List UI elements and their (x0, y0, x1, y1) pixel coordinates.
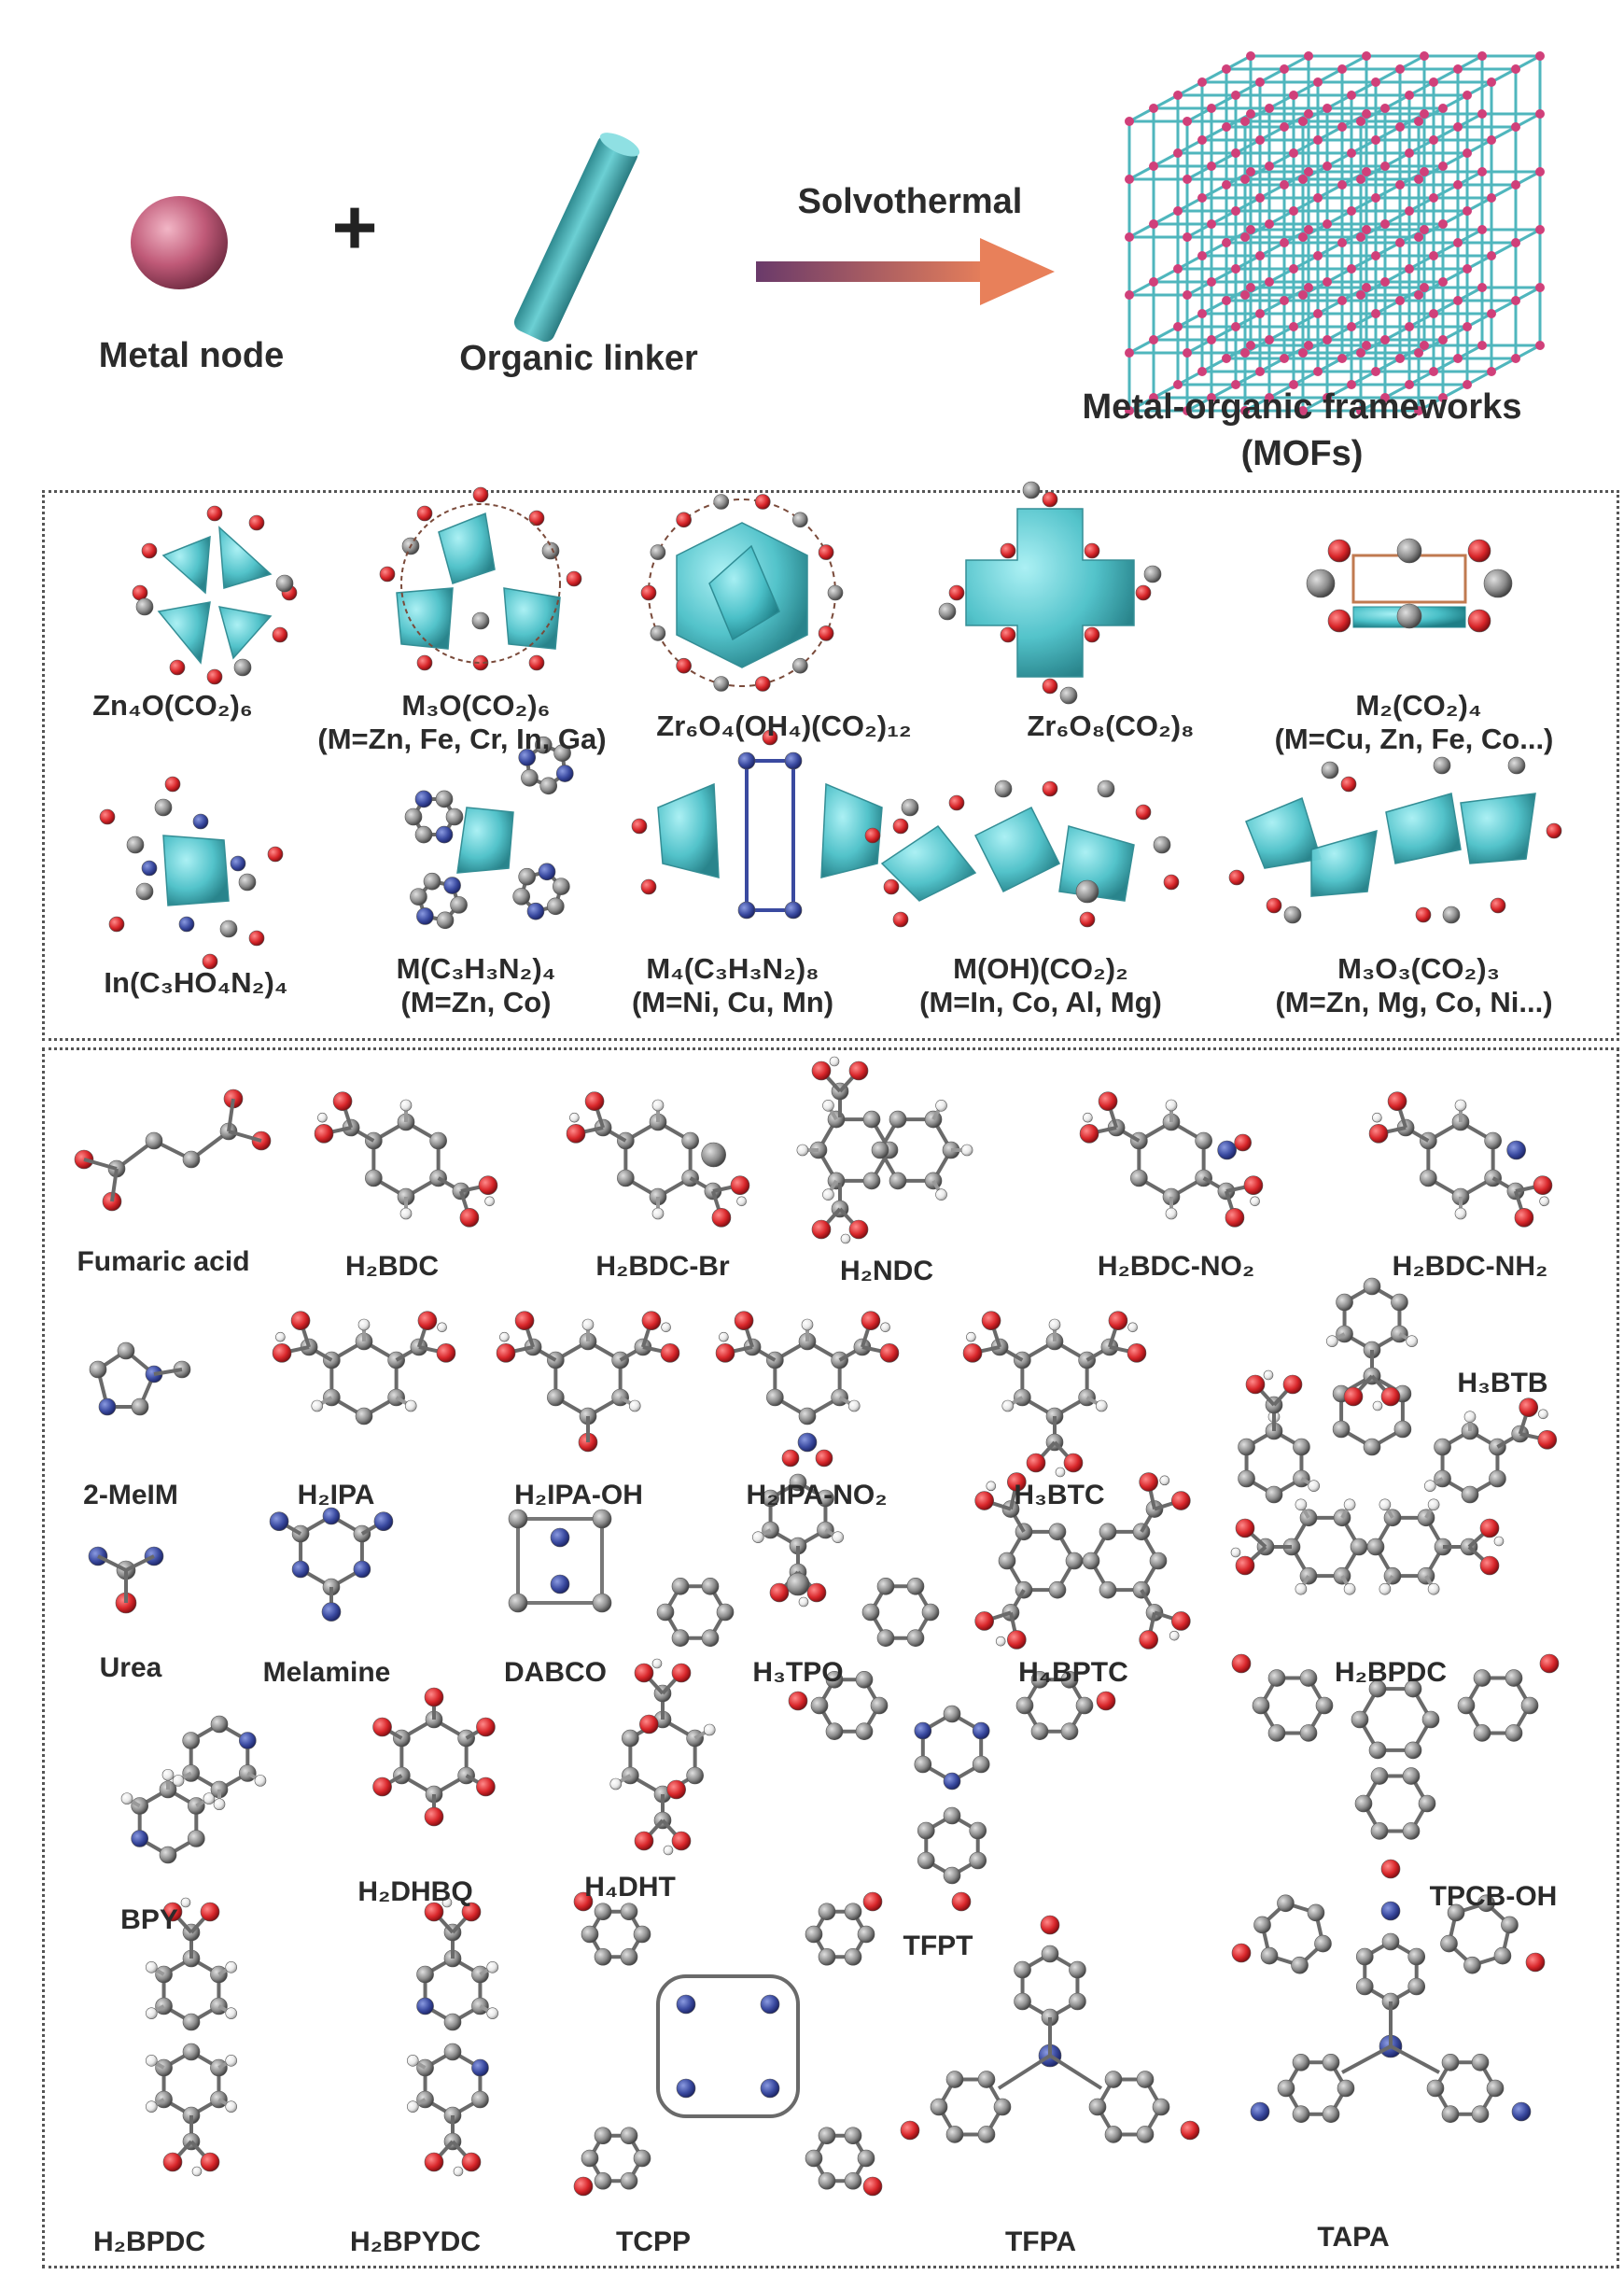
linker-label: H₂BDC-Br (595, 1251, 730, 1282)
node-structure-7 (631, 729, 909, 920)
linker-structure-melamine (269, 1507, 394, 1622)
node-label: Zr₆O₄(OH₄)(CO₂)₁₂ (656, 709, 912, 742)
metal-nodes-structures (99, 481, 1562, 970)
mof-framework-cube (1125, 51, 1545, 415)
linker-label: TFPA (1004, 2226, 1077, 2257)
linker-label: H₄DHT (584, 1872, 676, 1903)
linker-label: H₂BPYDC (349, 2226, 481, 2257)
linker-structure-ipa-no2 (715, 1311, 900, 1468)
linker-structure-bpdc-h (1230, 1498, 1505, 1595)
linker-structure-ndc (796, 1056, 973, 1244)
node-structure-4 (1306, 538, 1513, 633)
metal-node-sphere (131, 196, 228, 289)
linker-structure-tapa (1250, 1901, 1532, 2124)
node-structure-6 (404, 736, 574, 930)
node-label: M(OH)(CO₂)₂ (953, 952, 1128, 985)
linker-label: H₂BDC-NH₂ (1392, 1251, 1548, 1282)
linker-label: H₃TPO (752, 1657, 844, 1688)
linker-label: H₂BPDC (1335, 1657, 1447, 1688)
node-sublabel: (M=Cu, Zn, Fe, Co...) (1274, 723, 1554, 755)
node-label: M₄(C₃H₃N₂)₈ (646, 952, 819, 985)
linker-label: Melamine (262, 1657, 391, 1688)
linker-label: TCPP (615, 2226, 691, 2257)
node-label: Zn₄O(CO₂)₆ (92, 689, 253, 722)
linker-structure-dhbq (372, 1687, 496, 1827)
linker-label: TAPA (1317, 2222, 1390, 2253)
linker-label: DABCO (504, 1657, 607, 1688)
organic-linker-rod (513, 133, 640, 343)
node-label: In(C₃HO₄N₂)₄ (104, 966, 288, 999)
linker-structure-dabco (508, 1509, 612, 1613)
organic-linkers-panel (42, 1047, 1619, 2268)
linker-structure-tpcb (1231, 1653, 1560, 1974)
metal-nodes-panel (42, 490, 1619, 1041)
linker-label: 2-MeIM (83, 1480, 178, 1510)
node-structure-5 (99, 776, 284, 970)
linker-structure-tfpt (788, 1670, 1116, 1912)
linker-structure-urea (88, 1546, 164, 1614)
solvothermal-arrow (756, 238, 1055, 305)
linker-label: H₂BPDC (93, 2226, 205, 2257)
linker-label: H₂BDC-NO₂ (1097, 1251, 1255, 1282)
node-structure-3 (938, 481, 1162, 705)
linker-structure-bptc (974, 1472, 1191, 1650)
metal-node-label: Metal node (98, 336, 285, 375)
node-sublabel: (M=In, Co, Al, Mg) (919, 986, 1162, 1018)
node-sublabel: (M=Zn, Co) (400, 986, 552, 1018)
node-sublabel: (M=Zn, Mg, Co, Ni...) (1275, 986, 1553, 1018)
linker-structure-btc (962, 1311, 1147, 1478)
linker-structure-bdc-br (566, 1091, 750, 1228)
linker-label: TFPT (903, 1931, 973, 1961)
linker-structure-dht (609, 1658, 716, 1856)
linker-structure-btb (1238, 1277, 1558, 1504)
linker-structure-bpdc-v (146, 1897, 237, 2177)
node-label: M₃O(CO₂)₆ (401, 689, 551, 722)
node-structure-1 (379, 486, 582, 671)
linker-label: Fumaric acid (77, 1246, 250, 1277)
node-label: M₂(CO₂)₄ (1355, 689, 1482, 722)
linker-label: H₂BDC (345, 1251, 439, 1282)
linker-label: Urea (99, 1652, 162, 1683)
linker-structure-fumaric (74, 1088, 272, 1212)
node-label: Zr₆O₈(CO₂)₈ (1027, 709, 1195, 742)
linker-label: BPY (120, 1904, 178, 1935)
linker-label: H₄BPTC (1018, 1657, 1128, 1688)
linker-structure-bpy (120, 1715, 267, 1864)
node-label: M(C₃H₃N₂)₄ (396, 952, 556, 985)
linker-label: H₂IPA (297, 1480, 375, 1510)
linker-label: H₂NDC (840, 1256, 933, 1286)
linker-structure-bpydc (407, 1897, 498, 2177)
node-sublabel: (M=Zn, Fe, Cr, In, Ga) (317, 723, 607, 755)
linker-label: H₂DHBQ (357, 1876, 473, 1907)
linker-structure-meim (89, 1341, 191, 1416)
linker-structure-ipa (272, 1311, 456, 1425)
linker-structure-tcpp (573, 1891, 883, 2197)
linker-structure-tpo (656, 1473, 940, 1648)
mof-label-line2: (MOFs) (1240, 434, 1364, 473)
plus-sign: + (331, 183, 378, 271)
framework-grid (1125, 51, 1545, 415)
linker-structure-bdc-nh2 (1368, 1091, 1553, 1228)
node-structure-8 (864, 779, 1180, 928)
linker-structure-bdc (314, 1091, 498, 1228)
linker-label: TPCB-OH (1429, 1881, 1558, 1912)
node-structure-9 (1228, 756, 1562, 924)
organic-linkers-structures (74, 1056, 1560, 2197)
node-structure-0 (132, 505, 298, 685)
mof-label-line1: Metal-organic frameworks (1082, 387, 1522, 427)
linker-structure-tfpa (900, 1915, 1200, 2143)
linker-structure-bdc-no2 (1079, 1091, 1264, 1228)
linker-label: H₂IPA-OH (514, 1480, 643, 1510)
linker-label: H₂IPA-NO₂ (746, 1480, 888, 1510)
node-sublabel: (M=Ni, Cu, Mn) (631, 986, 834, 1018)
organic-linker-label: Organic linker (459, 339, 698, 378)
node-label: M₃O₃(CO₂)₃ (1337, 952, 1500, 985)
linker-structure-ipa-oh (496, 1311, 680, 1453)
solvothermal-label: Solvothermal (797, 182, 1023, 221)
linker-label: H₃BTB (1457, 1368, 1548, 1398)
node-structure-2 (640, 494, 844, 692)
linker-label: H₃BTC (1014, 1480, 1105, 1510)
